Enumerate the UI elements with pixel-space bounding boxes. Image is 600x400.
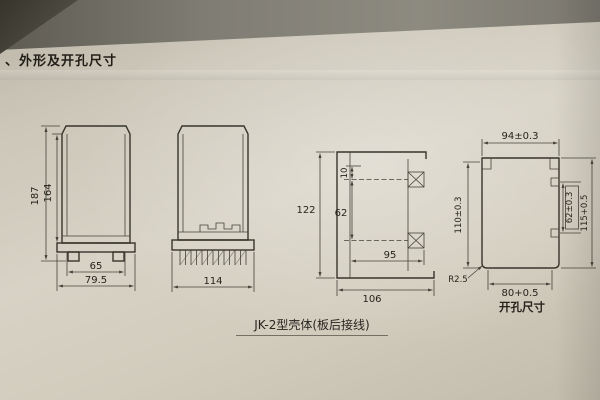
- figure-panel-section: 10 62 122 95 106: [296, 151, 435, 305]
- case-outline: [61, 125, 131, 244]
- dim-label-opening-height-left: 110±0.3: [454, 197, 464, 234]
- foot-left: [67, 251, 80, 262]
- dim-label-hole-pitch: 62: [335, 208, 348, 219]
- figure-opening: 94±0.3 110±0.3 62±0.3 115+0.5 R2.5: [448, 131, 596, 314]
- hole-ref-top: [550, 177, 560, 187]
- dim-label-front-height-outer: 187: [30, 186, 41, 205]
- dim-label-section-height: 122: [296, 205, 315, 216]
- dim-label-depth-inner: 95: [384, 250, 397, 261]
- terminal-pins: [179, 249, 247, 266]
- section-heading: 、外形及开孔尺寸: [5, 54, 118, 69]
- boxed-dimension-frame: [565, 185, 579, 230]
- foot-right: [112, 251, 125, 262]
- figure-caption: JK-2型壳体(板后接线): [236, 316, 388, 336]
- dim-label-opening-hole-pitch: 62±0.3: [565, 192, 575, 223]
- figure-front-view: 187 164 65 79.5: [30, 125, 136, 291]
- mounting-hole-top: [407, 171, 425, 188]
- dim-label-corner-radius: R2.5: [448, 275, 467, 285]
- dim-label-front-width-inner: 65: [90, 261, 103, 272]
- section-outline: [336, 151, 435, 279]
- terminal-studs: [199, 222, 241, 232]
- opening-figure-label: 开孔尺寸: [499, 300, 545, 314]
- hole-ref-bottom: [550, 228, 560, 238]
- dim-label-front-width-outer: 79.5: [85, 275, 107, 286]
- case-outline: [177, 125, 249, 241]
- dim-label-front-height-inner: 164: [43, 183, 54, 202]
- dim-label-opening-width-top: 94±0.3: [501, 131, 538, 142]
- mounting-hole-bottom: [407, 232, 425, 249]
- dim-label-side-width: 114: [203, 276, 222, 287]
- dim-label-depth-outer: 106: [362, 294, 381, 305]
- base-flange: [56, 242, 136, 253]
- dim-label-opening-height-right: 115+0.5: [580, 195, 590, 232]
- figure-side-view: 114: [171, 125, 255, 292]
- opening-outline: [481, 157, 560, 269]
- dim-label-hole-offset: 10: [340, 168, 350, 179]
- base-flange: [171, 239, 255, 251]
- dim-label-opening-width-bottom: 80+0.5: [501, 288, 538, 299]
